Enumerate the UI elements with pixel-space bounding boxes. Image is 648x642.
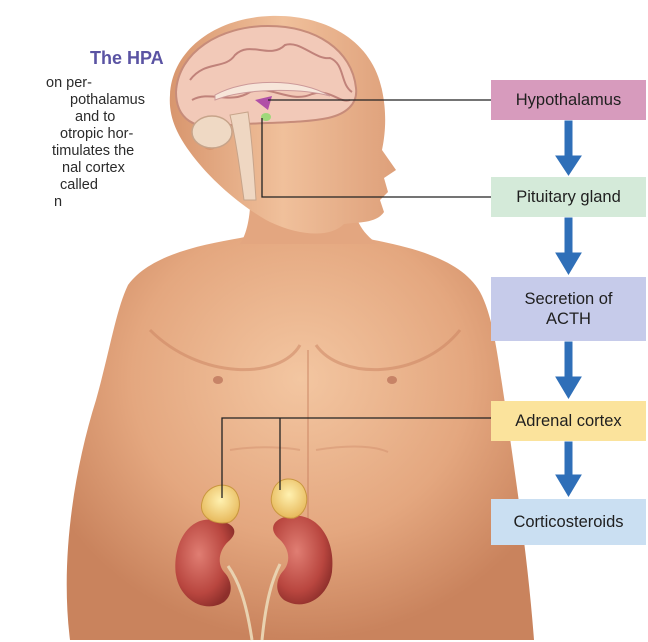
caption-line: and to	[75, 109, 115, 126]
right-adrenal-gland	[271, 479, 307, 518]
acth-label-line1: Secretion of	[524, 289, 612, 309]
caption-line: nal cortex	[62, 160, 125, 177]
caption-line: on per-	[46, 75, 92, 92]
arrow-1	[565, 121, 572, 161]
adrenal-cortex-label: Adrenal cortex	[515, 411, 621, 431]
pituitary-gland-box: Pituitary gland	[491, 177, 646, 217]
hypothalamus-box: Hypothalamus	[491, 80, 646, 120]
caption-line: otropic hor-	[60, 126, 133, 143]
corticosteroids-box: Corticosteroids	[491, 499, 646, 545]
cerebellum	[192, 116, 232, 148]
hypothalamus-label: Hypothalamus	[516, 90, 621, 110]
caption-title: The HPA	[90, 48, 164, 69]
caption-line: pothalamus	[70, 92, 145, 109]
caption-line: called	[60, 177, 98, 194]
corticosteroids-label: Corticosteroids	[513, 512, 623, 532]
arrow-2	[565, 218, 572, 258]
acth-secretion-box: Secretion of ACTH	[491, 277, 646, 341]
pituitary-gland-label: Pituitary gland	[516, 187, 621, 207]
arrow-4	[565, 442, 572, 480]
caption-line: n	[54, 194, 62, 211]
arrow-3	[565, 342, 572, 382]
caption-line: timulates the	[52, 143, 134, 160]
adrenal-cortex-box: Adrenal cortex	[491, 401, 646, 441]
acth-label-line2: ACTH	[524, 309, 612, 329]
